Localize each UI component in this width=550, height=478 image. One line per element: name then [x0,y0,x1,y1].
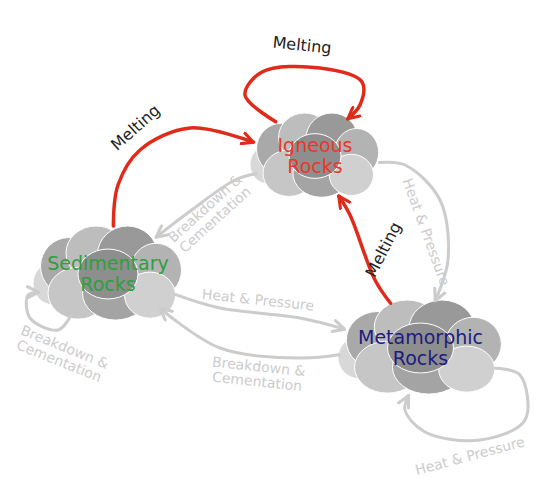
process-label: Melting [363,220,405,280]
node-text-group: Metamorphic Rocks [358,327,483,369]
process-label: Melting [272,35,333,58]
cycle-arrow [160,308,339,358]
node-text-group: Sedimentary Rocks [47,253,168,295]
node-text-group: Igneous Rocks [278,135,353,177]
process-label: Heat & Pressure [400,176,452,287]
rock-cluster: Igneous Rocks [250,113,380,199]
rock-cluster: Metamorphic Rocks [338,300,503,396]
process-label: Breakdown & Cementation [161,168,259,260]
rock-name: Igneous Rocks [278,135,353,177]
rock-name: Sedimentary Rocks [47,253,168,295]
process-label: Melting [108,102,163,154]
process-label: Heat & Pressure [414,434,527,477]
rock-name: Metamorphic Rocks [358,327,483,369]
process-label: Heat & Pressure [201,287,315,313]
process-label: Breakdown & Cementation [204,354,311,394]
process-label: Breakdown & Cementation [8,321,116,388]
